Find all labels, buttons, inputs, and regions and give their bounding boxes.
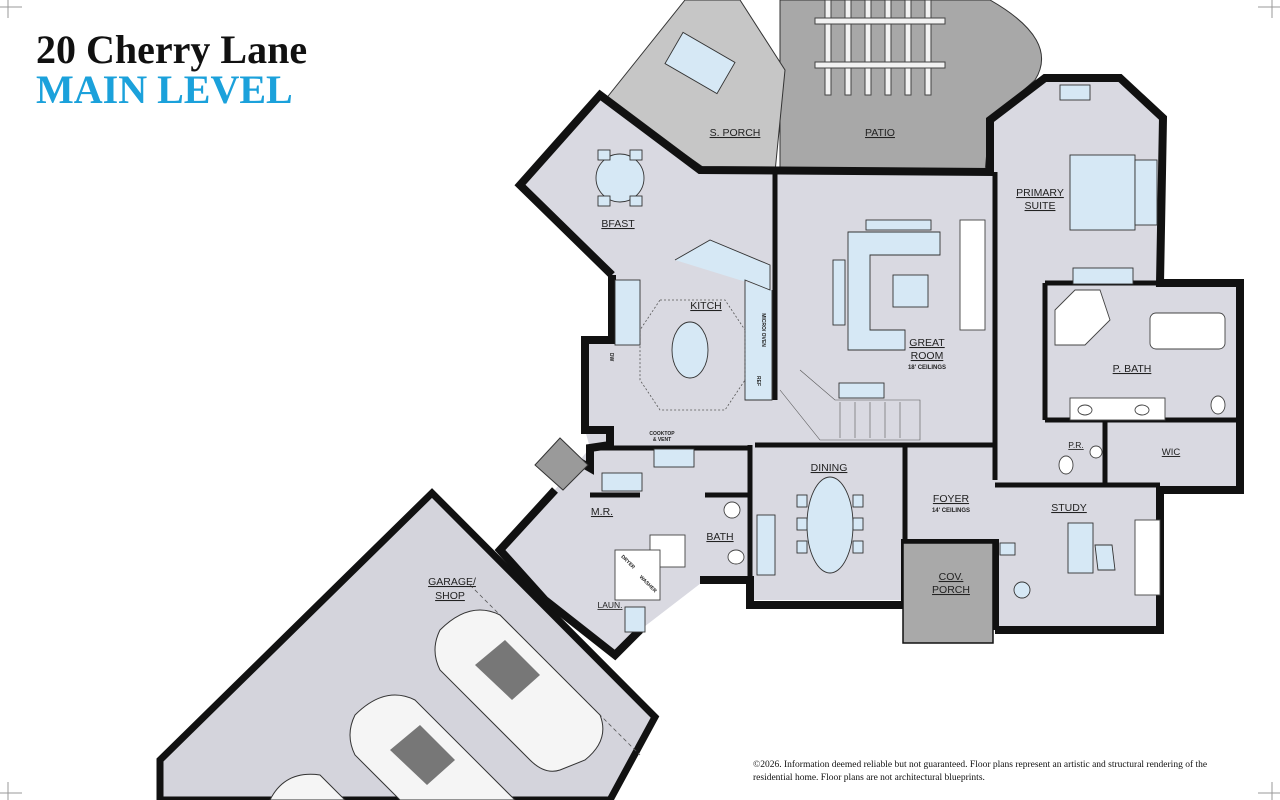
room-label-primary-suite: PRIMARY [1016, 187, 1064, 199]
primary-bath-fixtures [1054, 289, 1226, 421]
cooktop-label-2: & VENT [653, 437, 671, 443]
room-label-pr: P.R. [1068, 440, 1083, 450]
dining-table [756, 476, 864, 576]
kitchen-island [614, 239, 773, 411]
room-label-kitch: KITCH [690, 300, 722, 312]
room-label-cov-porch: COV. [939, 571, 964, 583]
pr-fixtures [1058, 445, 1103, 475]
room-label-s-porch: S. PORCH [710, 127, 761, 139]
refrigerator-label: REF [755, 376, 761, 386]
room-label-p-bath: P. BATH [1113, 363, 1152, 375]
pergola [814, 0, 946, 96]
primary-bed [1059, 84, 1158, 285]
great-room-ceiling-note: 18' CEILINGS [908, 365, 946, 371]
cov-porch-area [902, 542, 994, 644]
room-label-wic: WIC [1162, 447, 1181, 458]
micro-oven-label: MICRO/ OVEN [760, 313, 766, 347]
address-title: 20 Cherry Lane [36, 27, 308, 72]
foyer-ceiling-note: 14' CEILINGS [932, 508, 970, 514]
interior-walls [590, 172, 1240, 580]
room-label-patio: PATIO [865, 127, 895, 139]
room-label-foyer: FOYER [933, 493, 970, 505]
room-label-garage: GARAGE/ [428, 576, 476, 588]
room-label-study: STUDY [1051, 502, 1087, 514]
room-label-laun: LAUN. [597, 600, 622, 610]
level-title: MAIN LEVEL [36, 67, 293, 112]
exterior-walls [514, 74, 1244, 634]
bath-fixtures [614, 501, 745, 633]
room-label-bath: BATH [706, 531, 733, 543]
main-floor [500, 78, 1240, 655]
room-label-great-room-2: ROOM [911, 350, 944, 362]
room-label-garage-2: SHOP [435, 590, 465, 602]
disclaimer-text: ©2026. Information deemed reliable but n… [753, 760, 1208, 783]
great-room-sofa [832, 219, 986, 399]
room-label-cov-porch-2: PORCH [932, 584, 970, 596]
cooktop-label: COOKTOP [649, 431, 675, 437]
room-label-dining: DINING [811, 462, 848, 474]
bfast-table [595, 149, 645, 207]
room-label-great-room: GREAT [909, 337, 945, 349]
dishwasher-label: DW [608, 353, 614, 362]
porch-dining-table [664, 31, 736, 95]
garage-cars [269, 609, 604, 800]
room-label-mr: M.R. [591, 506, 613, 518]
room-label-primary-suite-2: SUITE [1025, 200, 1056, 212]
room-label-bfast: BFAST [601, 218, 635, 230]
study-desk [999, 519, 1161, 599]
stairs [779, 369, 921, 441]
